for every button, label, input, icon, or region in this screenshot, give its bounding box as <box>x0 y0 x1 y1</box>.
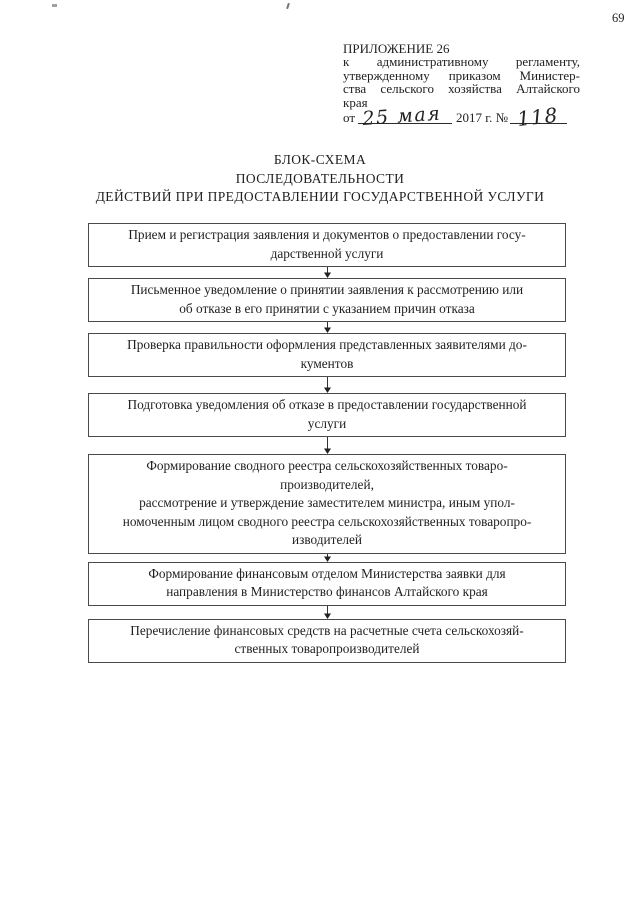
flow-step-3: Проверка правильности оформления предста… <box>88 333 566 377</box>
header-line: края <box>343 94 368 110</box>
title-line: ПОСЛЕДОВАТЕЛЬНОСТИ <box>235 170 405 186</box>
document-header: ПРИЛОЖЕНИЕ 26 к административному реглам… <box>343 41 580 131</box>
handwritten-date: 25 мая <box>361 102 442 131</box>
flow-connector <box>88 377 566 393</box>
date-suffix: 2017 г. № <box>456 110 509 126</box>
flow-step-4: Подготовка уведомления об отказе в предо… <box>88 393 566 437</box>
arrow-down-icon <box>323 267 331 278</box>
header-line: утвержденному приказом Министер- <box>343 67 580 83</box>
arrow-down-icon <box>323 377 331 393</box>
flow-step-5: Формирование сводного реестра сельскохоз… <box>88 454 566 554</box>
page-number: 69 <box>612 11 625 25</box>
header-line: к административному регламенту, <box>343 54 580 70</box>
date-prefix: от <box>343 110 356 126</box>
header-line: ства сельского хозяйства Алтайского <box>343 81 580 97</box>
arrow-down-icon <box>323 322 331 333</box>
flow-connector <box>88 605 566 619</box>
number-blank-field: 118 <box>510 103 568 131</box>
flow-connector <box>88 267 566 278</box>
flow-connector <box>88 437 566 454</box>
arrow-down-icon <box>323 437 331 454</box>
flow-connector <box>88 322 566 333</box>
flowchart: Прием и регистрация заявления и документ… <box>88 223 566 663</box>
title-line: ДЕЙСТВИЙ ПРИ ПРЕДОСТАВЛЕНИИ ГОСУДАРСТВЕН… <box>95 189 545 205</box>
title-line: БЛОК-СХЕМА <box>273 152 367 167</box>
arrow-down-icon <box>323 553 331 562</box>
arrow-down-icon <box>323 605 331 619</box>
flow-connector <box>88 553 566 562</box>
date-line: от 25 мая 2017 г. № 118 <box>343 103 580 131</box>
flow-step-2: Письменное уведомление о принятии заявле… <box>88 278 566 322</box>
handwritten-number: 118 <box>516 102 560 132</box>
flow-step-1: Прием и регистрация заявления и документ… <box>88 223 566 267</box>
date-blank-field: 25 мая <box>358 103 453 130</box>
document-title: БЛОК-СХЕМА ПОСЛЕДОВАТЕЛЬНОСТИ ДЕЙСТВИЙ П… <box>28 151 612 207</box>
flow-step-6: Формирование финансовым отделом Министер… <box>88 561 566 606</box>
appendix-label: ПРИЛОЖЕНИЕ 26 <box>343 41 450 56</box>
flow-step-7: Перечисление финансовых средств на расче… <box>88 618 566 663</box>
scan-speck <box>286 2 290 10</box>
scan-speck <box>52 4 57 7</box>
